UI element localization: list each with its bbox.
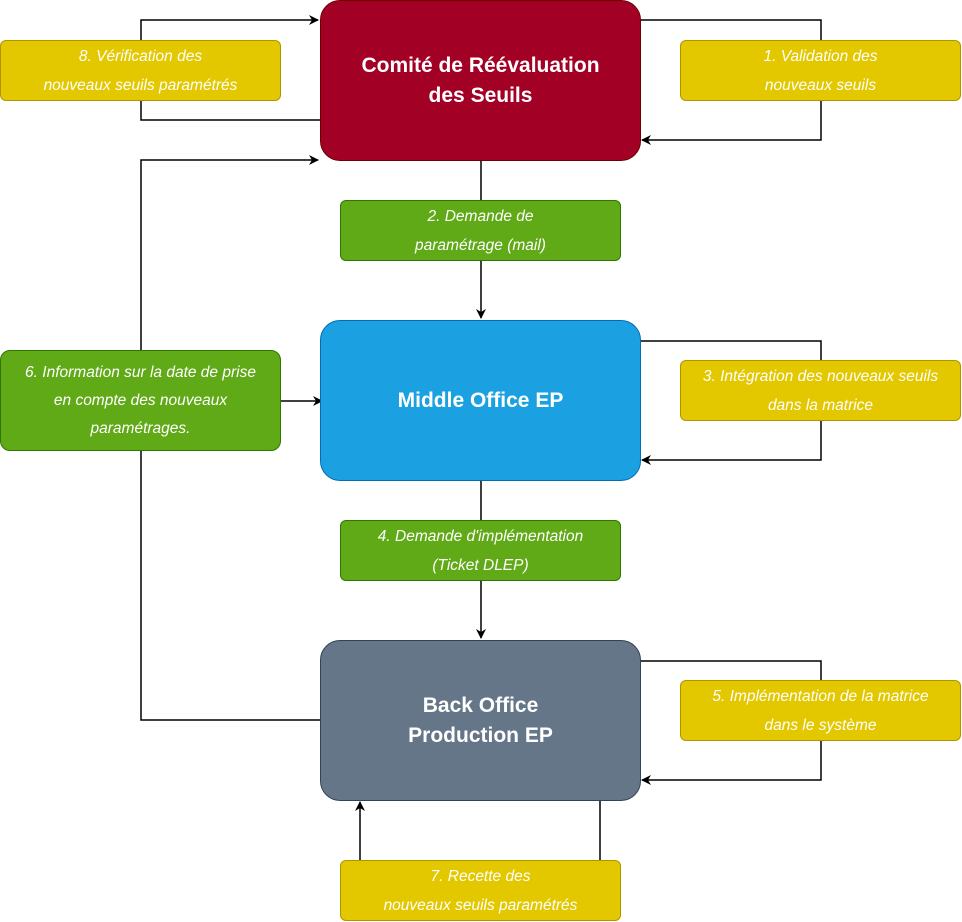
step-7-text: 7. Recette des nouveaux seuils paramétré…	[383, 867, 578, 914]
back-office-node: Back Office Production EP	[320, 640, 641, 801]
step-3-label: 3. Intégration des nouveaux seuils dans …	[680, 360, 961, 421]
middle-office-node: Middle Office EP	[320, 320, 641, 481]
back-office-node-label: Back Office Production EP	[408, 693, 553, 747]
step-4-label: 4. Demande d'implémentation (Ticket DLEP…	[340, 520, 621, 581]
comite-node: Comité de Réévaluation des Seuils	[320, 0, 641, 161]
connector-step-7	[360, 800, 601, 860]
step-7-label: 7. Recette des nouveaux seuils paramétré…	[340, 860, 621, 921]
step-6-text: 6. Information sur la date de prise en c…	[25, 363, 256, 437]
step-8-label: 8. Vérification des nouveaux seuils para…	[0, 40, 281, 101]
step-5-label: 5. Implémentation de la matrice dans le …	[680, 680, 961, 741]
step-8-text: 8. Vérification des nouveaux seuils para…	[43, 47, 238, 94]
step-6-label: 6. Information sur la date de prise en c…	[0, 350, 281, 451]
step-1-label: 1. Validation des nouveaux seuils	[680, 40, 961, 101]
step-4-text: 4. Demande d'implémentation (Ticket DLEP…	[377, 527, 584, 574]
step-3-text: 3. Intégration des nouveaux seuils dans …	[702, 367, 939, 414]
step-1-text: 1. Validation des nouveaux seuils	[763, 47, 878, 94]
step-2-text: 2. Demande de paramétrage (mail)	[415, 207, 546, 254]
middle-office-node-label: Middle Office EP	[397, 388, 564, 412]
comite-node-label: Comité de Réévaluation des Seuils	[361, 53, 600, 107]
step-2-label: 2. Demande de paramétrage (mail)	[340, 200, 621, 261]
step-5-text: 5. Implémentation de la matrice dans le …	[712, 687, 929, 734]
